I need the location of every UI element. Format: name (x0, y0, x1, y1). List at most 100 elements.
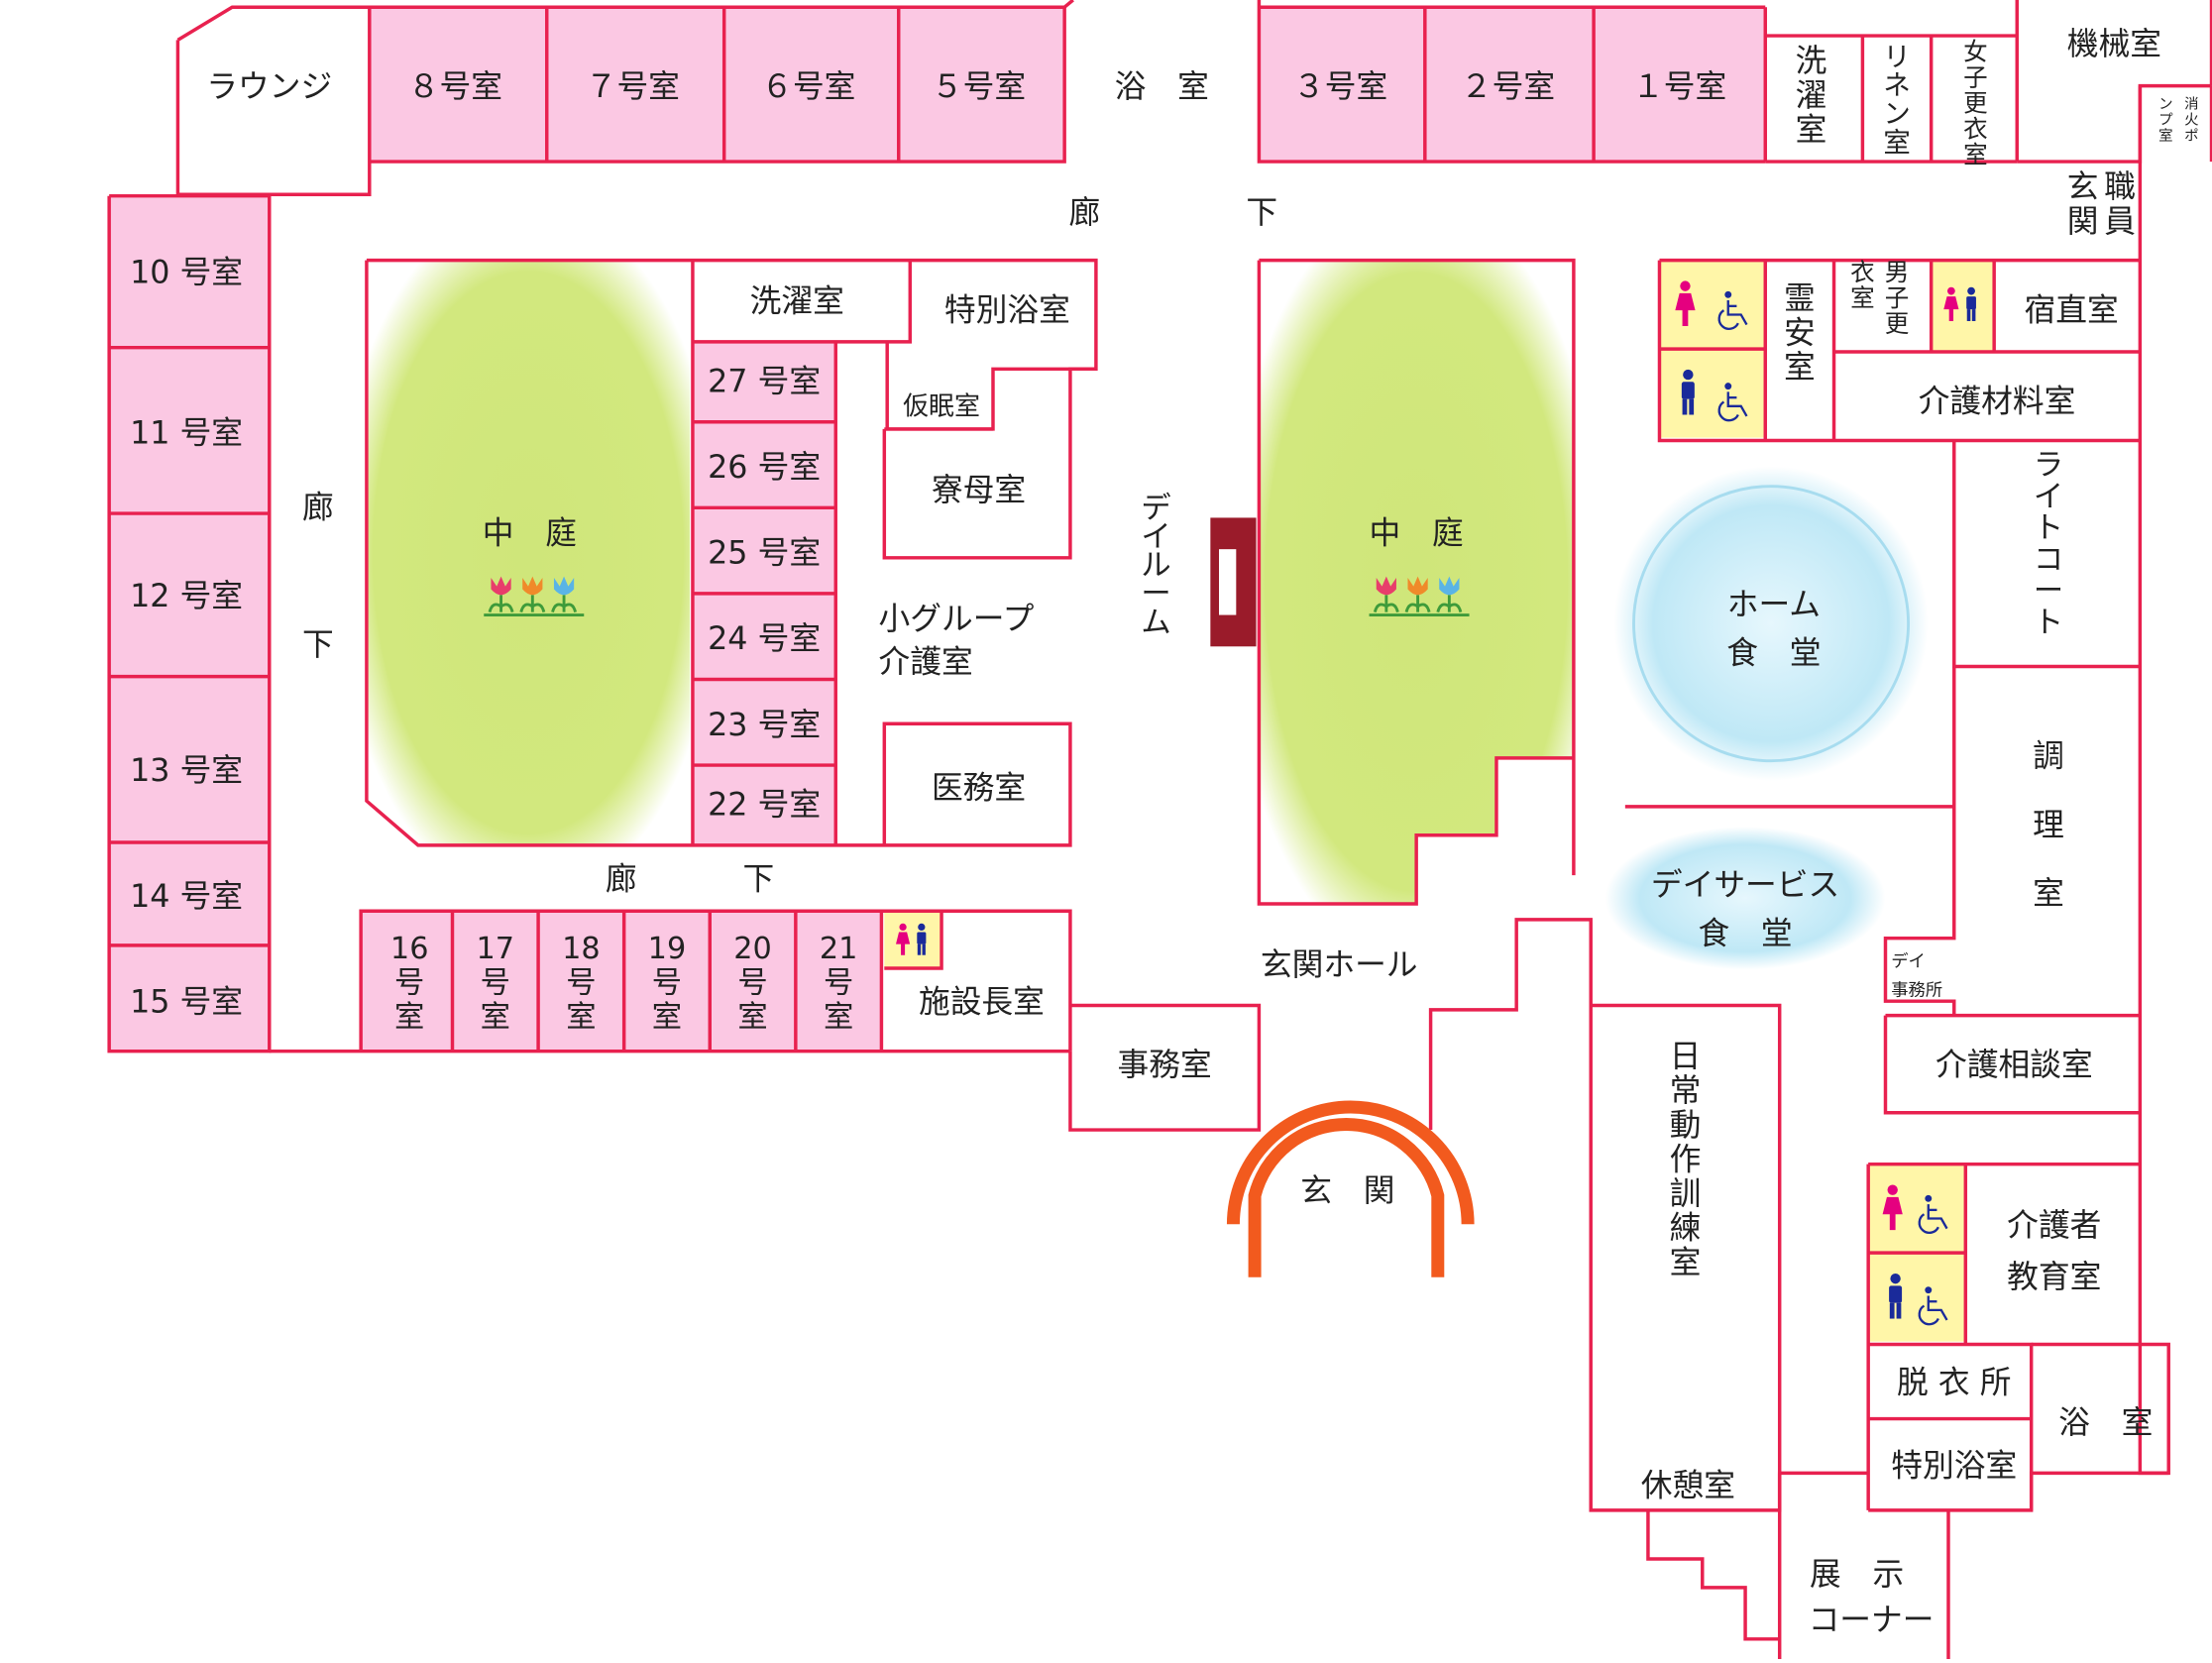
room-6 (723, 7, 899, 163)
kitchen-label-b: 理 (2033, 808, 2064, 843)
room-18 (538, 911, 624, 1052)
tulip-icon (1369, 576, 1470, 616)
room-fills (109, 7, 1995, 1342)
entrance-hall-label: 玄関ホール (1261, 947, 1418, 983)
corridor-mid-label-b: 下 (742, 862, 774, 898)
room-22-label: 22 号室 (708, 788, 821, 824)
entrance-canopy (1226, 1100, 1475, 1225)
room-8 (369, 7, 547, 163)
room-20 (710, 911, 796, 1052)
room-5 (898, 7, 1065, 163)
day-room-door (1210, 517, 1257, 647)
laundry-top-label: 洗濯室 (1796, 44, 1827, 148)
room-24 (692, 593, 836, 680)
corridor-left-label-b: 下 (302, 627, 334, 663)
medical-room-label: 医務室 (932, 770, 1026, 806)
day-service-label-a: デイサービス (1651, 867, 1839, 903)
room-22 (692, 765, 836, 845)
female-locker-label: 女子更衣室 (1963, 38, 1988, 169)
day-room-label: デイルーム (1141, 491, 1170, 639)
tulip-icon (484, 576, 585, 616)
nap-room-label: 仮眠室 (903, 392, 980, 422)
undressing-label: 脱 衣 所 (1897, 1366, 2011, 1401)
restroom-male-accessible-2 (1868, 1253, 1966, 1342)
room-15 (109, 944, 270, 1052)
room-1 (1594, 7, 1766, 163)
room-7-label: ７号室 (586, 69, 680, 105)
pump-room-label: 消火ポンプ室 (2158, 96, 2198, 145)
room-11-label: 11 号室 (130, 415, 243, 451)
walls (107, 0, 2212, 1659)
kitchen-label-c: 室 (2033, 876, 2064, 912)
home-dining-label-a: ホーム (1727, 588, 1821, 623)
room-23-label: 23 号室 (708, 708, 821, 743)
room-10 (109, 195, 270, 348)
care-materials-label: 介護材料室 (1919, 385, 2076, 420)
room-16 (361, 911, 453, 1052)
lounge-label: ラウンジ (206, 69, 332, 105)
adl-training-label: 日常動作訓練室 (1670, 1040, 1702, 1281)
day-office-label: デイ事務所 (1891, 951, 1942, 1001)
day-service-dining-glow (1604, 827, 1886, 970)
room-26-label: 26 号室 (708, 450, 821, 486)
room-14 (109, 841, 270, 945)
room-24-label: 24 号室 (708, 621, 821, 657)
room-5-label: ５号室 (932, 69, 1026, 105)
restroom-staff (1931, 260, 1995, 353)
room-17 (452, 911, 539, 1052)
courtyard-1 (366, 260, 691, 845)
restroom-female-accessible (1659, 260, 1766, 350)
room-13 (109, 676, 270, 842)
room-13-label: 13 号室 (130, 753, 243, 789)
restroom-female-accessible-2 (1868, 1164, 1966, 1254)
bath-top-label: 浴 室 (1115, 69, 1209, 105)
office-room-label: 事務室 (1118, 1048, 1212, 1083)
special-bath-right-label: 特別浴室 (1891, 1448, 2017, 1484)
corridor-top-label-b: 下 (1246, 195, 1277, 231)
room-8-label: ８号室 (408, 69, 502, 105)
room-12-label: 12 号室 (130, 579, 243, 614)
mortuary-label: 霊安室 (1784, 281, 1816, 386)
staff-entrance-label: 職員玄関 (2067, 169, 2136, 240)
corridor-mid-label-a: 廊 (606, 862, 637, 898)
entrance-arch (1248, 1117, 1445, 1277)
room-25-label: 25 号室 (708, 536, 821, 572)
room-27 (692, 341, 836, 422)
room-21 (795, 911, 882, 1052)
room-7 (546, 7, 724, 163)
restroom-male-accessible (1659, 349, 1766, 438)
restroom-small (884, 911, 942, 968)
linen-room-label: リネン室 (1883, 42, 1910, 159)
entrance-label: 玄 関 (1300, 1173, 1394, 1209)
room-10-label: 10 号室 (130, 256, 243, 291)
room-3-label: ３号室 (1293, 69, 1387, 105)
room-19 (623, 911, 711, 1052)
corridor-left-label-a: 廊 (302, 490, 334, 525)
room-11 (109, 347, 270, 514)
director-room-label: 施設長室 (919, 985, 1045, 1021)
room-2-label: ２号室 (1461, 69, 1555, 105)
home-dining-outline (1632, 485, 1911, 763)
carer-edu-label: 介護者教育室 (2007, 1208, 2101, 1295)
exhibit-label-a: 展 示 (1810, 1557, 1904, 1593)
room-25 (692, 507, 836, 594)
matron-room-label: 寮母室 (932, 473, 1026, 508)
lounge-room (177, 7, 370, 195)
home-dining-label-b: 食 堂 (1726, 636, 1821, 672)
special-bath-mid-label: 特別浴室 (944, 292, 1070, 328)
room-27-label: 27 号室 (708, 364, 821, 399)
room-2 (1424, 7, 1595, 163)
kitchen-label-a: 調 (2033, 739, 2064, 775)
room-6-label: ６号室 (761, 69, 855, 105)
small-group-label: 小グループ介護室 (879, 602, 1035, 680)
room-12 (109, 513, 270, 677)
light-court-label: ライトコート (2034, 448, 2063, 640)
